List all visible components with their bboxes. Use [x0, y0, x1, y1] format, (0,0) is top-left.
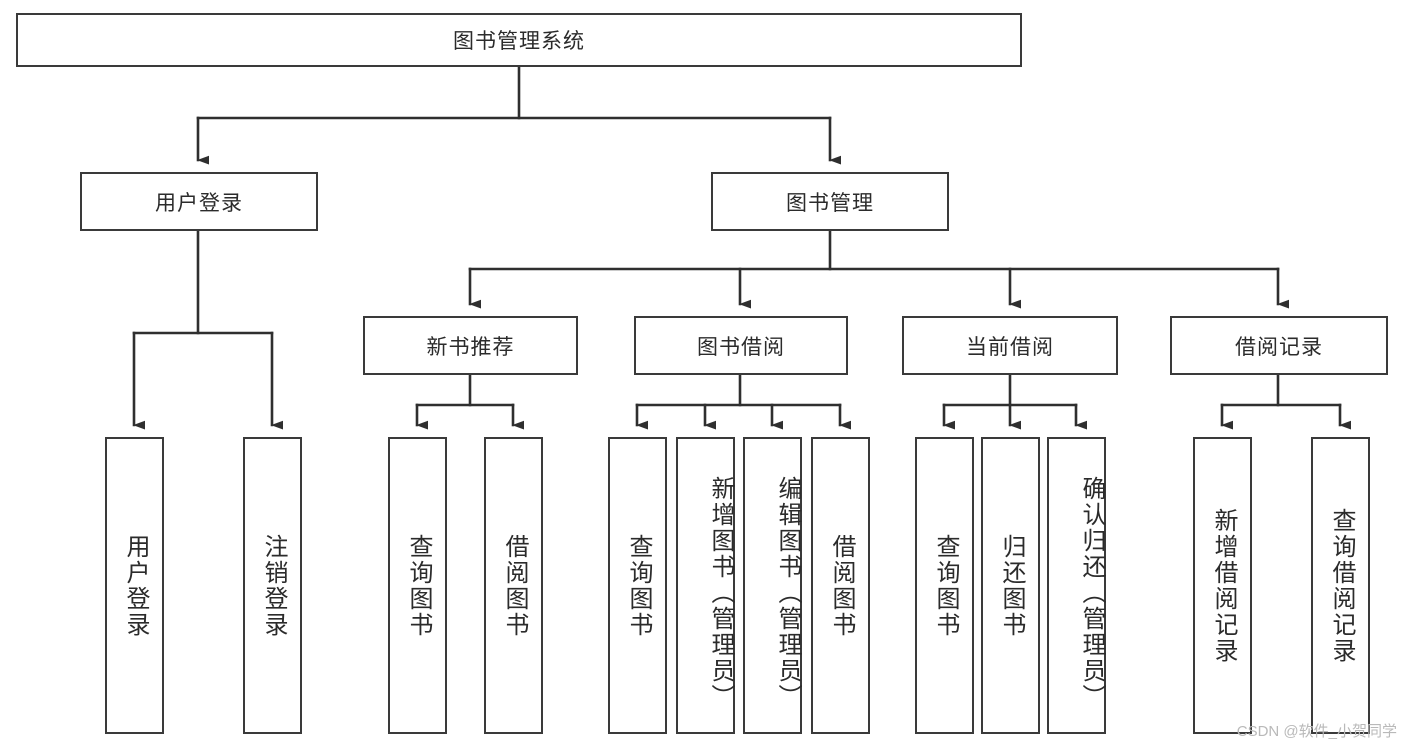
leaf-edit-book-admin[interactable]: 编辑图书（管理员） [743, 437, 802, 734]
leaf-borrow-books[interactable]: 借阅图书 [811, 437, 870, 734]
node-root-book-management-system[interactable]: 图书管理系统 [16, 13, 1022, 67]
node-book-borrowing[interactable]: 图书借阅 [634, 316, 848, 375]
leaf-query-books-borrow[interactable]: 查询图书 [608, 437, 667, 734]
leaf-confirm-return-admin[interactable]: 确认归还（管理员） [1047, 437, 1106, 734]
leaf-user-login[interactable]: 用户登录 [105, 437, 164, 734]
leaf-query-books-new[interactable]: 查询图书 [388, 437, 447, 734]
leaf-add-book-admin[interactable]: 新增图书（管理员） [676, 437, 735, 734]
csdn-watermark: CSDN @软件_小贺同学 [1236, 723, 1397, 740]
node-current-borrowing[interactable]: 当前借阅 [902, 316, 1118, 375]
leaf-query-books-current[interactable]: 查询图书 [915, 437, 974, 734]
leaf-logout[interactable]: 注销登录 [243, 437, 302, 734]
leaf-add-borrow-record[interactable]: 新增借阅记录 [1193, 437, 1252, 734]
node-user-login[interactable]: 用户登录 [80, 172, 318, 231]
node-book-management[interactable]: 图书管理 [711, 172, 949, 231]
leaf-borrow-books-new[interactable]: 借阅图书 [484, 437, 543, 734]
node-new-book-recommendation[interactable]: 新书推荐 [363, 316, 578, 375]
leaf-return-books[interactable]: 归还图书 [981, 437, 1040, 734]
leaf-query-borrow-record[interactable]: 查询借阅记录 [1311, 437, 1370, 734]
node-borrow-records[interactable]: 借阅记录 [1170, 316, 1388, 375]
